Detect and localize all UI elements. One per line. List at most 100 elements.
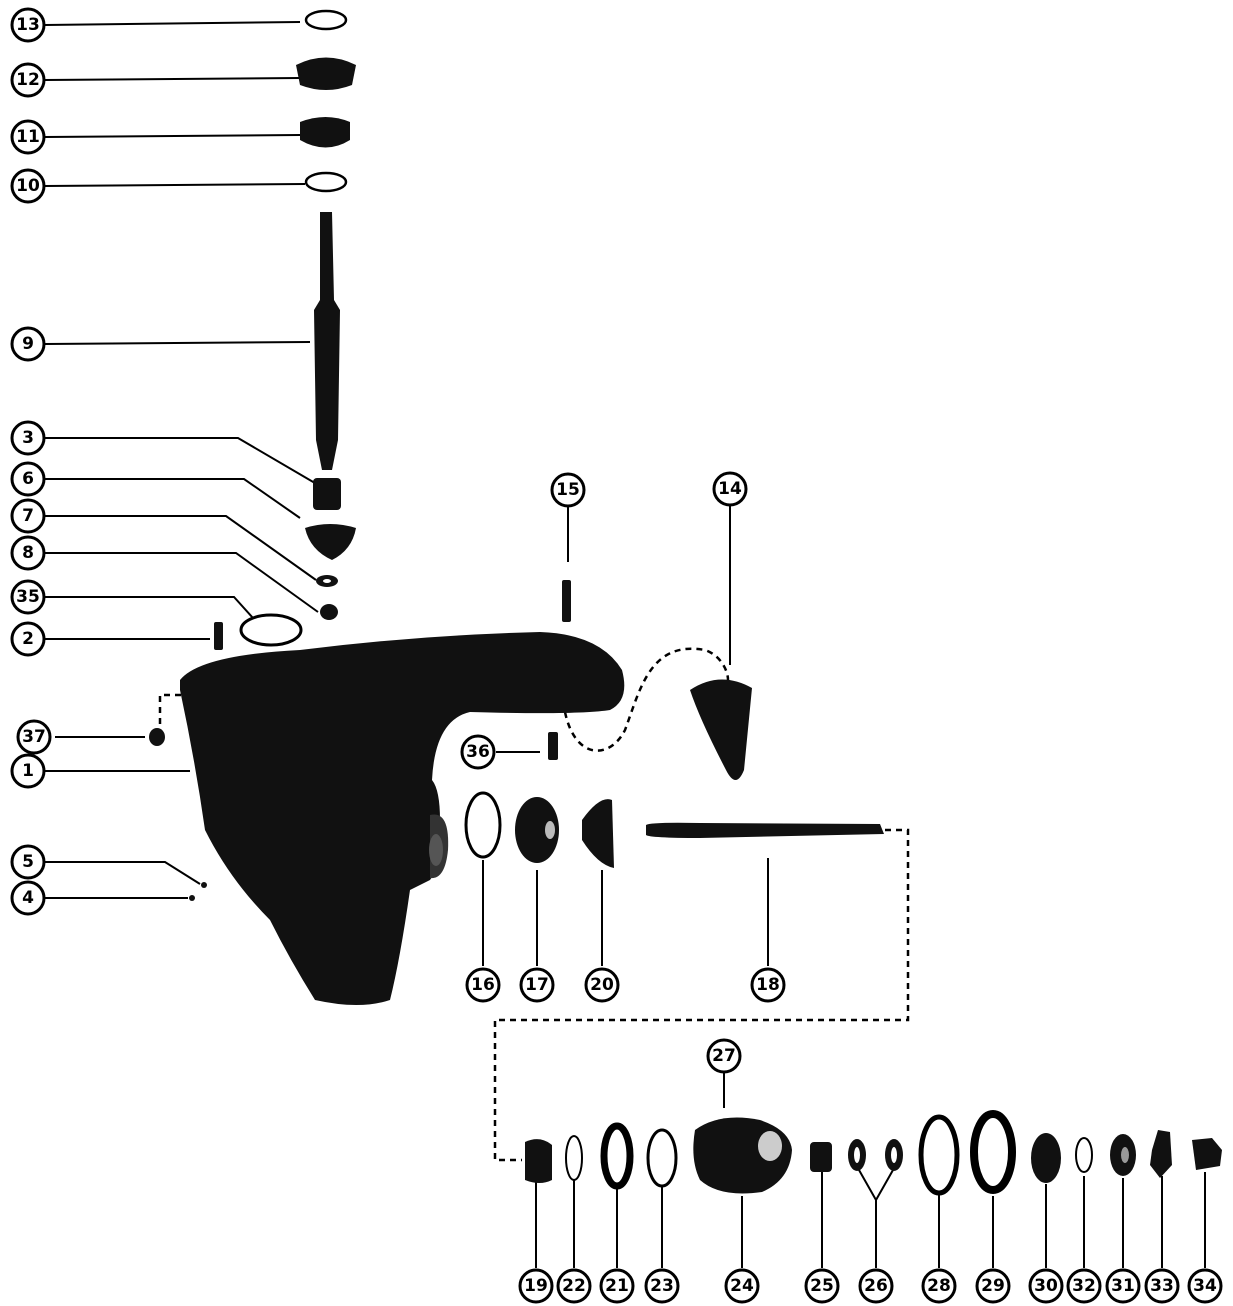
part-10-shim-ring	[304, 171, 348, 193]
callout-14: 14	[712, 471, 748, 507]
part-32-washer	[1075, 1137, 1093, 1173]
part-21-ring	[600, 1122, 634, 1190]
part-15-screw	[562, 580, 571, 622]
part-33-tab-washer	[1150, 1130, 1172, 1178]
callout-2: 2	[10, 621, 46, 657]
part-22-washer	[565, 1135, 583, 1181]
callout-number: 30	[1034, 1276, 1058, 1296]
callout-number: 22	[562, 1276, 586, 1296]
callout-number: 35	[16, 587, 40, 607]
callout-16: 16	[465, 967, 501, 1003]
callout-number: 24	[730, 1276, 754, 1296]
callout-number: 2	[22, 629, 34, 649]
callout-number: 10	[16, 176, 40, 196]
part-34-prop-nut	[1192, 1138, 1222, 1170]
callout-27: 27	[706, 1038, 742, 1074]
callout-37: 37	[16, 719, 52, 755]
callout-number: 17	[525, 975, 549, 995]
callout-6: 6	[10, 461, 46, 497]
callout-17: 17	[519, 967, 555, 1003]
part-18-propeller-shaft	[646, 822, 884, 838]
part-28-snap-ring	[918, 1114, 960, 1196]
callout-number: 13	[16, 15, 40, 35]
part-23-o-ring	[646, 1128, 678, 1188]
part-5-screw	[201, 882, 207, 888]
callout-number: 31	[1111, 1276, 1135, 1296]
callout-number: 33	[1150, 1276, 1174, 1296]
callout-number: 1	[22, 761, 34, 781]
part-29-ring	[970, 1110, 1016, 1194]
lower-parts	[525, 1110, 1222, 1196]
part-6-pinion-gear	[305, 524, 356, 560]
callout-number: 8	[22, 543, 34, 563]
callout-8: 8	[10, 535, 46, 571]
callout-36: 36	[460, 734, 496, 770]
callout-34: 34	[1187, 1268, 1223, 1304]
callout-24: 24	[724, 1268, 760, 1304]
callout-25: 25	[804, 1268, 840, 1304]
callout-number: 14	[718, 479, 742, 499]
callout-number: 6	[22, 469, 34, 489]
callout-30: 30	[1028, 1268, 1064, 1304]
callout-4: 4	[10, 880, 46, 916]
callout-21: 21	[599, 1268, 635, 1304]
callout-26: 26	[858, 1268, 894, 1304]
callout-3: 3	[10, 420, 46, 456]
callout-number: 20	[590, 975, 614, 995]
part-16-o-ring	[464, 791, 502, 859]
callout-12: 12	[10, 62, 46, 98]
part-11-bearing-cone	[300, 117, 350, 148]
part-1-gear-housing	[180, 632, 625, 1005]
callout-5: 5	[10, 844, 46, 880]
callout-number: 16	[471, 975, 495, 995]
callout-number: 9	[22, 334, 34, 354]
callout-7: 7	[10, 498, 46, 534]
part-14-anode	[690, 679, 752, 780]
part-35-gasket-ring	[239, 613, 303, 647]
callout-33: 33	[1144, 1268, 1180, 1304]
part-13-o-ring	[304, 9, 348, 31]
callout-number: 11	[16, 127, 40, 147]
callout-19: 19	[518, 1268, 554, 1304]
callout-number: 18	[756, 975, 780, 995]
callout-number: 29	[981, 1276, 1005, 1296]
callout-31: 31	[1105, 1268, 1141, 1304]
callout-number: 28	[927, 1276, 951, 1296]
part-3-bushing	[313, 478, 341, 510]
part-12-bearing-cup	[296, 57, 356, 90]
part-9-drive-shaft	[314, 212, 340, 470]
callout-number: 32	[1072, 1276, 1096, 1296]
callout-number: 5	[22, 852, 34, 872]
callout-number: 27	[712, 1046, 736, 1066]
callout-28: 28	[921, 1268, 957, 1304]
callout-1: 1	[10, 753, 46, 789]
upper-parts	[149, 9, 752, 901]
callout-18: 18	[750, 967, 786, 1003]
callout-11: 11	[10, 119, 46, 155]
callout-number: 37	[22, 727, 46, 747]
callout-29: 29	[975, 1268, 1011, 1304]
callout-number: 3	[22, 428, 34, 448]
callout-number: 15	[556, 480, 580, 500]
callout-number: 23	[650, 1276, 674, 1296]
part-25-bushing	[810, 1142, 832, 1172]
callout-9: 9	[10, 326, 46, 362]
callout-number: 4	[22, 888, 34, 908]
prop-shaft-group	[464, 791, 884, 868]
callout-number: 36	[466, 742, 490, 762]
callout-number: 12	[16, 70, 40, 90]
callout-number: 21	[605, 1276, 629, 1296]
callout-20: 20	[584, 967, 620, 1003]
callout-22: 22	[556, 1268, 592, 1304]
callout-32: 32	[1066, 1268, 1102, 1304]
part-19-gear	[525, 1139, 552, 1183]
callout-23: 23	[644, 1268, 680, 1304]
leader-lines	[44, 21, 1206, 1268]
callout-labels: 13 12 11 10 9 3 6 7 8 35 2 37 1 5 4 15 1…	[10, 7, 1223, 1304]
callout-13: 13	[10, 7, 46, 43]
callout-35: 35	[10, 579, 46, 615]
callout-number: 34	[1193, 1276, 1217, 1296]
callout-number: 25	[810, 1276, 834, 1296]
part-4-screw	[189, 895, 195, 901]
